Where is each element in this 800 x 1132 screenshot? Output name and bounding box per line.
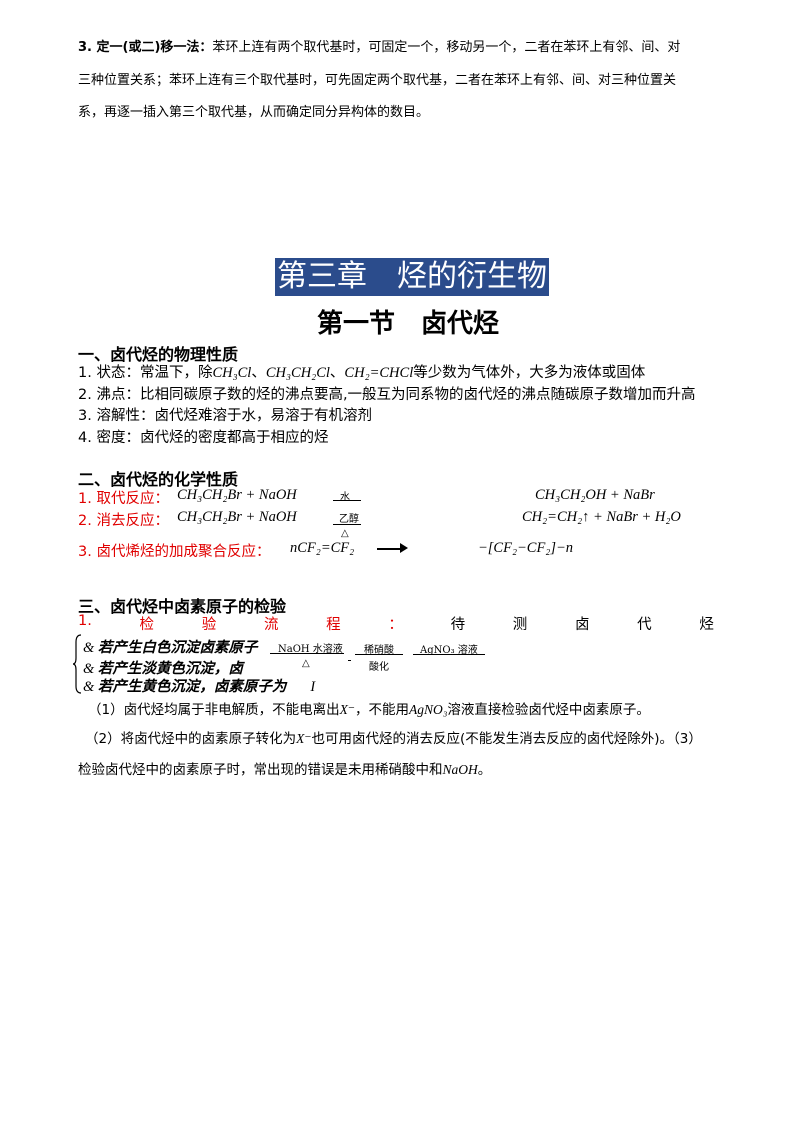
detection-case-2: & 若产生淡黄色沉淀，卤 (83, 661, 243, 677)
note-2: （2）将卤代烃中的卤素原子转化为X⁻也可用卤代烃的消去反应(不能发生消去反应的卤… (85, 731, 702, 747)
reaction-2-lhs: CH₃CH₂Br + NaOH (177, 509, 297, 525)
arrow-head-icon (400, 543, 408, 553)
reaction-1-lhs: CH₃CH₂Br + NaOH (177, 487, 297, 503)
detection-heading: 三、卤代烃中卤素原子的检验 (78, 597, 287, 616)
note-1: （1）卤代烃均属于非电解质，不能电离出X⁻，不能用AgNO₃溶液直接检验卤代烃中… (88, 702, 650, 718)
reaction-3-lhs: nCF₂=CF₂ (290, 540, 355, 556)
brace-icon (72, 634, 82, 694)
physical-item-2: 2. 沸点：比相同碳原子数的烃的沸点要高,一般互为同系物的卤代烃的沸点随碳原子数… (78, 387, 696, 403)
reaction-2-rhs: CH₂=CH₂↑ + NaBr + H₂O (522, 509, 681, 525)
step-1-top: NaOH 水溶液 (278, 640, 343, 655)
dash-mark (348, 660, 351, 661)
reaction-1-condition: 水 (340, 492, 350, 503)
reaction-1-arrow (333, 500, 361, 501)
reaction-1-label: 1. 取代反应： (78, 491, 169, 507)
physical-heading: 一、卤代烃的物理性质 (78, 345, 239, 364)
ampersand-icon: & (83, 640, 95, 656)
physical-item-3: 3. 溶解性：卤代烃难溶于水，易溶于有机溶剂 (78, 408, 372, 424)
reaction-2-condition-top: 乙醇 (339, 514, 359, 525)
reaction-2-label: 2. 消去反应： (78, 513, 169, 529)
reaction-3-arrow (377, 548, 403, 550)
intro-line-1: 3. 定一(或二)移一法：苯环上连有两个取代基时，可固定一个，移动另一个，二者在… (78, 40, 681, 55)
reaction-3-rhs: −[CF₂−CF₂]−n (478, 540, 574, 556)
step-2-top: 稀硝酸 (364, 645, 394, 656)
reaction-1-rhs: CH₃CH₂OH + NaBr (535, 487, 655, 503)
chemical-heading: 二、卤代烃的化学性质 (78, 470, 239, 489)
step-3-top: AgNO₃ 溶液 (420, 645, 478, 656)
step-1-arrow (270, 653, 344, 654)
step-2-bottom: 酸化 (369, 662, 389, 673)
note-3: 检验卤代烃中的卤素原子时，常出现的错误是未用稀硝酸中和NaOH。 (78, 762, 492, 778)
step-3-arrow (413, 654, 485, 655)
step-1-bottom: △ (302, 658, 310, 669)
physical-item-1: 1. 状态：常温下，除CH₃Cl、CH₃CH₂Cl、CH₂=CHCl等少数为气体… (78, 365, 646, 381)
chapter-title: 第三章 烃的衍生物 (275, 258, 549, 296)
step-2-arrow (355, 654, 403, 655)
reaction-2-condition-bottom: △ (341, 528, 349, 539)
physical-item-4: 4. 密度：卤代烃的密度都高于相应的烃 (78, 430, 329, 446)
reaction-2-arrow (333, 524, 361, 525)
intro-line-3: 系，再逐一插入第三个取代基，从而确定同分异构体的数目。 (78, 105, 430, 120)
detection-flow-line: 1. 检 验 流 程 ： 待 测 卤 代 烃 (78, 613, 714, 633)
reaction-3-label: 3. 卤代烯烃的加成聚合反应： (78, 544, 271, 560)
intro-label: 3. 定一(或二)移一法： (78, 40, 213, 55)
detection-case-1: & 若产生白色沉淀卤素原子 (83, 640, 258, 656)
intro-line-2: 三种位置关系；苯环上连有三个取代基时，可先固定两个取代基，二者在苯环上有邻、间、… (78, 73, 677, 88)
section-title: 第一节 卤代烃 (317, 309, 500, 339)
